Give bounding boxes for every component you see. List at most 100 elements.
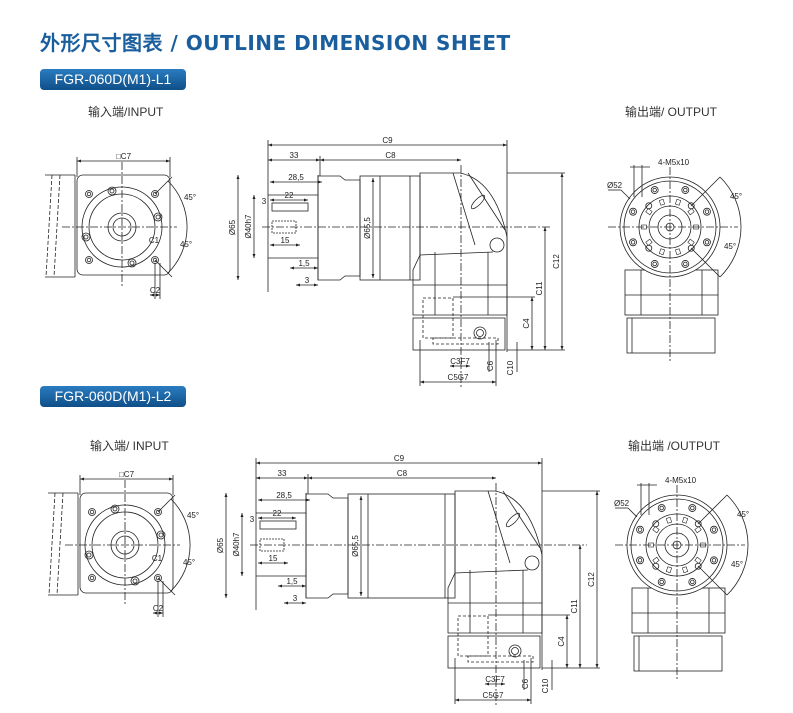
dim-c4: C4	[522, 318, 531, 329]
dim-3-bottom: 3	[293, 594, 298, 603]
dim-m5: 4-M5x10	[658, 158, 690, 167]
dim-c6: C6	[521, 678, 530, 689]
spline-slot	[681, 516, 689, 524]
mounting-hole	[88, 574, 96, 582]
right-angle-housing	[447, 490, 543, 634]
clamp-hole	[153, 212, 163, 222]
bolt-hole-inner	[704, 240, 710, 245]
bolt-hole-inner	[652, 261, 657, 267]
dim-1-5: 1,5	[286, 577, 298, 586]
bolt-hole	[636, 525, 644, 534]
dim-d52: Ø52	[607, 181, 623, 190]
clamp-hole-inner	[83, 234, 89, 240]
input-label-l2: 输入端/ INPUT	[90, 439, 169, 453]
bolt-hole	[657, 504, 666, 512]
bolt-hole	[636, 556, 644, 565]
dim-d40: Ø40h7	[244, 214, 253, 239]
dim-c5: C5G7	[483, 691, 504, 700]
adapter-line	[45, 174, 53, 278]
mounting-hole-inner	[152, 191, 158, 197]
clamp-hole	[130, 576, 140, 586]
dim-d65-5: Ø65,5	[363, 217, 372, 239]
clamp-hole-inner	[155, 214, 161, 220]
angle-arc	[726, 494, 749, 596]
access-port	[489, 237, 505, 253]
spline-slot	[674, 198, 682, 206]
angle-45-top: 45°	[187, 511, 199, 520]
spline-slot	[665, 516, 673, 524]
spline-slot	[687, 238, 695, 246]
bevel-line	[487, 490, 511, 564]
mounting-hole-inner	[86, 191, 92, 197]
input-flange-square	[76, 174, 171, 276]
dim-c10: C10	[506, 360, 515, 375]
leader-line	[620, 189, 631, 200]
angle-leader	[697, 494, 728, 525]
arrowhead	[258, 516, 296, 520]
dim-c10: C10	[541, 678, 550, 693]
dim-22: 22	[285, 191, 294, 200]
bolt-hole	[688, 504, 697, 512]
dim-d65: Ø65	[216, 537, 225, 553]
mounting-hole	[151, 190, 159, 198]
mounting-hole-inner	[89, 509, 95, 515]
spline-slot	[694, 526, 702, 534]
bolt-hole	[703, 238, 711, 247]
bevel-line	[502, 490, 541, 549]
angle-leader	[690, 247, 721, 278]
bevel-line	[452, 172, 476, 246]
output-seat-hidden	[432, 337, 499, 345]
page-title: 外形尺寸图表 / OUTLINE DIMENSION SHEET	[40, 31, 511, 55]
mounting-hole	[85, 190, 93, 198]
bolt-hole-inner	[690, 505, 695, 511]
mounting-hole-inner	[86, 257, 92, 263]
bolt-hole	[650, 260, 659, 268]
angle-arc	[719, 176, 742, 278]
input-flange-square	[79, 492, 174, 594]
leader-line	[627, 507, 638, 518]
mounting-hole	[154, 508, 162, 516]
dim-c12: C12	[552, 254, 561, 269]
dim-d65: Ø65	[228, 219, 237, 235]
dim-c3: C3F7	[450, 357, 470, 366]
dim-33: 33	[290, 151, 299, 160]
clamp-screw	[271, 220, 297, 234]
arrowhead	[270, 198, 308, 202]
bolt-hole-inner	[690, 579, 695, 585]
keyway	[271, 202, 309, 212]
output-label-l2: 输出端 /OUTPUT	[628, 439, 720, 453]
access-slot	[470, 194, 486, 210]
input-label-l1: 输入端/INPUT	[88, 105, 164, 119]
spline-slot	[658, 248, 666, 256]
clamp-hole	[84, 550, 94, 560]
angle-leader	[690, 176, 721, 207]
dim-c1: C1	[152, 554, 163, 563]
spline-slot	[658, 198, 666, 206]
clamp-hole	[156, 530, 166, 540]
output-label-l1: 输出端/ OUTPUT	[625, 105, 717, 119]
dim-c9: C9	[394, 454, 405, 463]
spline-slot	[652, 526, 660, 534]
spline-slot	[687, 208, 695, 216]
dim-d52: Ø52	[614, 499, 630, 508]
spline-slot	[645, 208, 653, 216]
spline-slot	[694, 556, 702, 564]
mounting-screw	[473, 326, 487, 340]
angle-45-top: 45°	[737, 510, 749, 519]
bolt-hole-inner	[711, 527, 717, 532]
bolt-hole	[629, 207, 637, 216]
dim-3-top: 3	[262, 197, 267, 206]
dim-c12: C12	[587, 572, 596, 587]
bolt-hole	[688, 578, 697, 586]
bolt-hole-inner	[630, 209, 636, 214]
adapter-line	[53, 174, 61, 278]
clamp-hole-inner	[109, 188, 115, 194]
output-flange	[633, 635, 723, 672]
clamp-hole	[110, 504, 120, 514]
spline-slot	[665, 566, 673, 574]
clamp-hole-inner	[158, 532, 164, 538]
